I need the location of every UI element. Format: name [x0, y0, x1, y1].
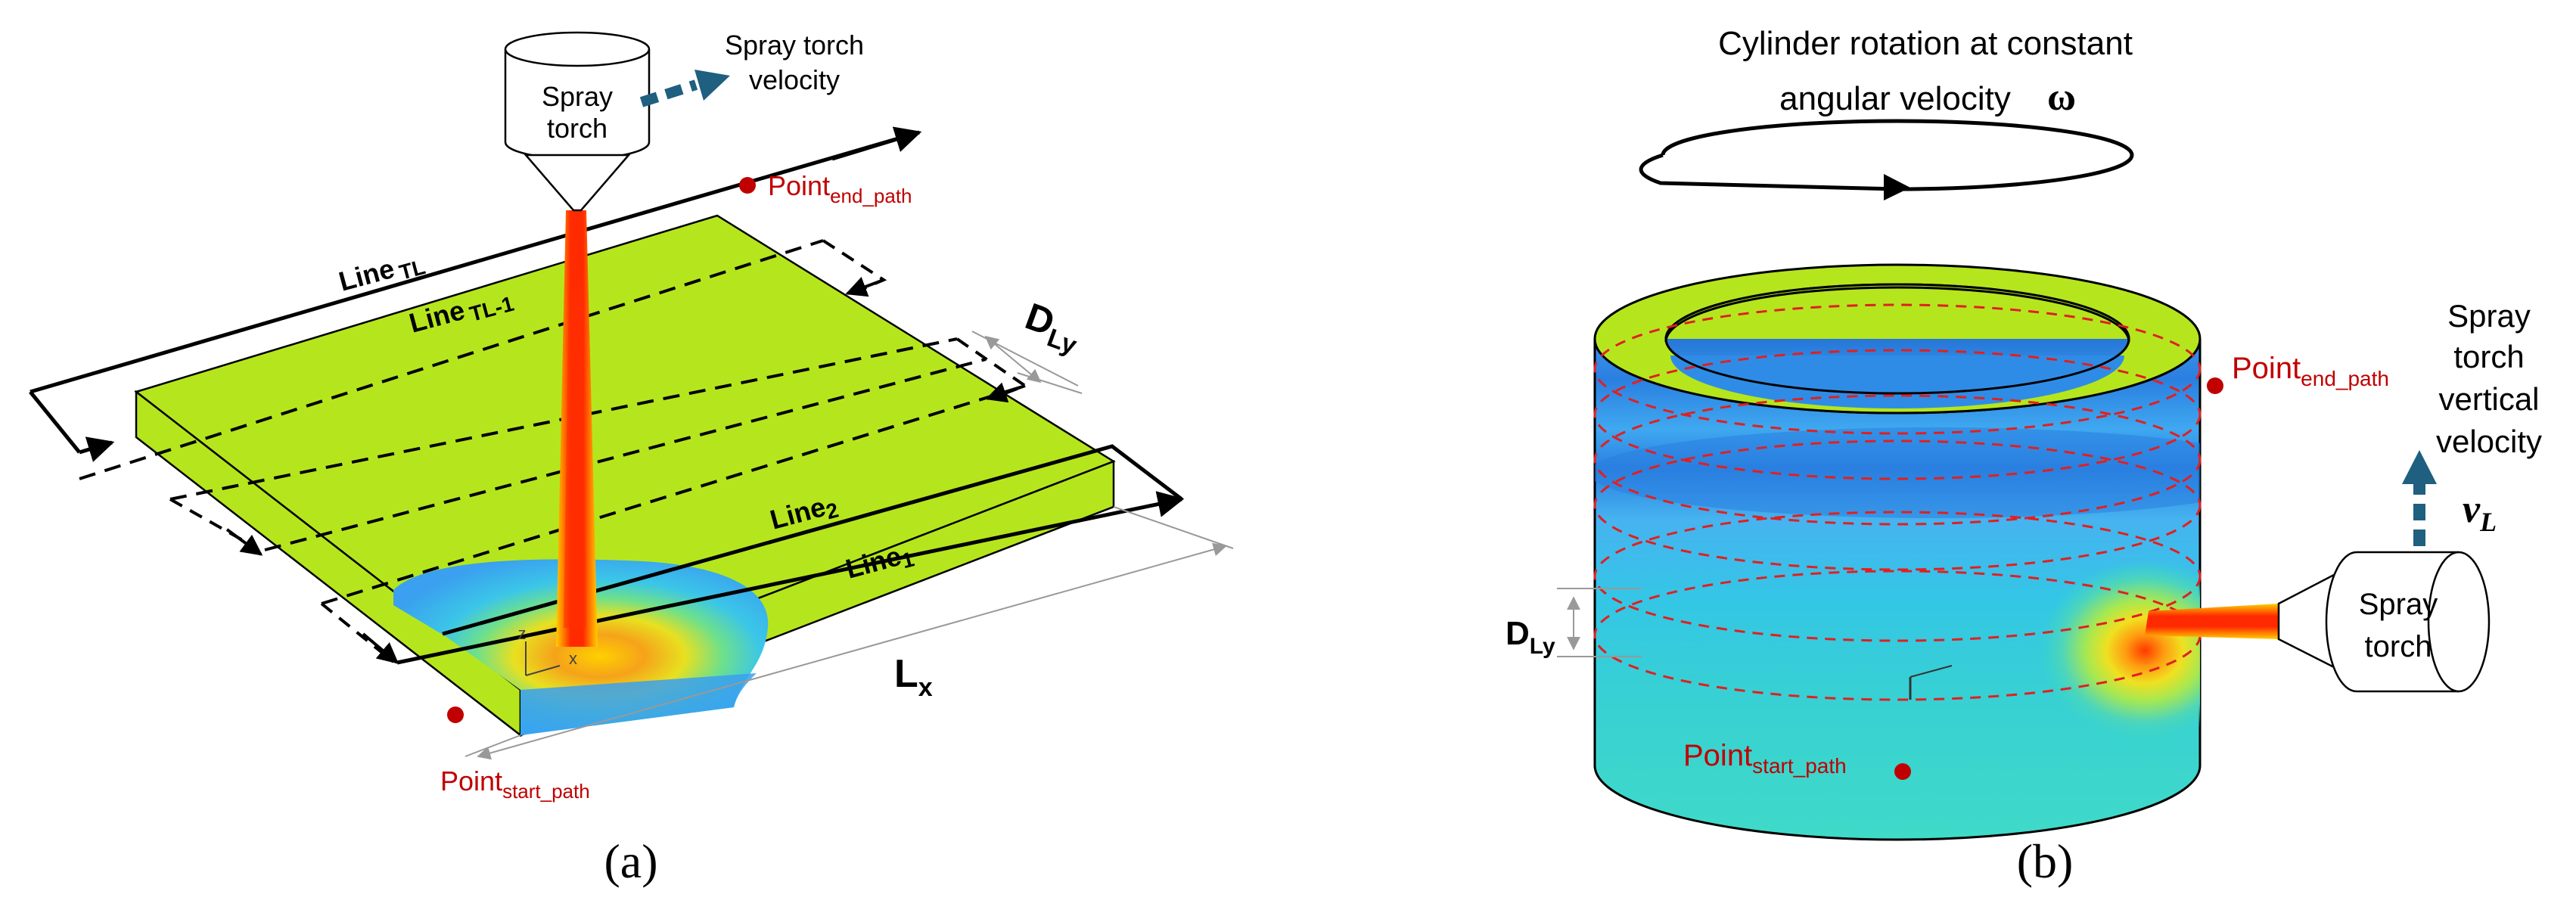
rotation-label-2: angular velocity	[1779, 80, 2011, 117]
point-start-label-b: Pointstart_path	[1683, 739, 1847, 778]
point-start-marker-b	[1894, 763, 1911, 780]
axis-x-label: x	[569, 649, 577, 668]
spray-jet-b	[2145, 604, 2279, 639]
line-tl-label: LineTL	[335, 245, 427, 300]
torch-a-label-2: torch	[547, 113, 607, 144]
caption-b: (b)	[2017, 834, 2074, 888]
velocity-label-2: velocity	[749, 64, 840, 95]
lx-dimension	[477, 542, 1227, 760]
torch-a-label-1: Spray	[542, 81, 613, 112]
l-x-label: Lx	[894, 652, 933, 702]
point-start-label-a: Pointstart_path	[440, 765, 590, 803]
point-start-marker-a	[447, 706, 464, 723]
heat-spot-b	[2039, 560, 2200, 741]
panel-a: z x Spray torch Spray torch velocity Poi…	[29, 30, 1234, 888]
panel-b: Cylinder rotation at constant angular ve…	[1506, 25, 2542, 888]
point-end-label-b: Pointend_path	[2232, 352, 2389, 390]
spray-torch-b: Spray torch	[2277, 551, 2491, 693]
helical-path	[1593, 303, 2202, 701]
vertical-label-1: Spray	[2447, 298, 2531, 334]
vertical-label-2: torch	[2453, 339, 2524, 374]
vertical-label-3: vertical	[2438, 381, 2539, 417]
torch-b-label-1: Spray	[2359, 588, 2438, 621]
rotation-label-1: Cylinder rotation at constant	[1718, 25, 2133, 62]
omega-symbol: ω	[2047, 76, 2076, 119]
point-end-label-a: Pointend_path	[768, 170, 912, 207]
d-ly-label-a: DLy	[1018, 295, 1087, 361]
path-line-tl	[30, 130, 920, 394]
path-line-mid-3	[321, 384, 1026, 605]
point-end-marker-b	[2207, 377, 2223, 394]
caption-a: (a)	[604, 834, 657, 888]
rotation-arrow	[1639, 119, 2134, 191]
point-end-marker-a	[739, 177, 756, 194]
velocity-label-1: Spray torch	[725, 30, 864, 61]
path-line-tl-1	[79, 239, 824, 480]
torch-velocity-arrow	[639, 79, 698, 107]
axis-z-label: z	[518, 624, 527, 643]
spray-torch-a: Spray torch	[504, 31, 651, 212]
vertical-label-4: velocity	[2436, 424, 2542, 459]
torch-b-label-2: torch	[2365, 630, 2432, 663]
v-l-label: vL	[2463, 488, 2497, 537]
d-ly-label-b: DLy	[1506, 615, 1555, 659]
path-line-mid-2	[264, 358, 987, 551]
